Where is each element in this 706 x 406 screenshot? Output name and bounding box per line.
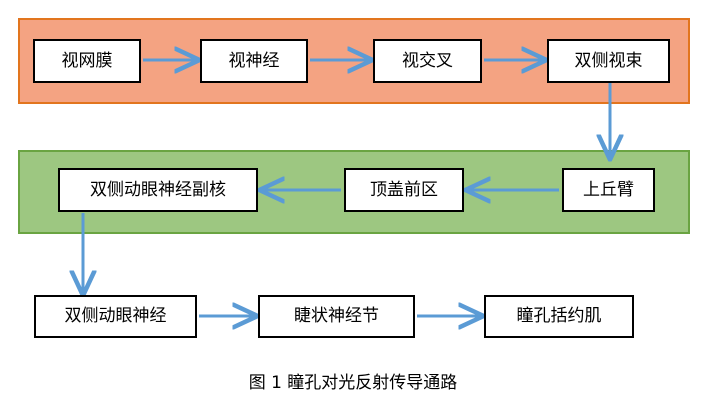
node-optic-chiasm: 视交叉 (373, 39, 482, 83)
node-retina: 视网膜 (33, 39, 141, 83)
node-optic-nerve: 视神经 (200, 39, 308, 83)
node-pupillary-sphincter: 瞳孔括约肌 (484, 295, 634, 338)
node-pretectal-area: 顶盖前区 (344, 168, 464, 212)
node-bilateral-edinger-westphal-nucleus: 双侧动眼神经副核 (58, 168, 258, 212)
node-superior-colliculus-brachium: 上丘臂 (562, 168, 655, 212)
node-bilateral-oculomotor-nerve: 双侧动眼神经 (34, 295, 197, 338)
figure-caption: 图 1 瞳孔对光反射传导通路 (248, 373, 458, 393)
node-bilateral-optic-tract: 双侧视束 (547, 39, 670, 83)
node-ciliary-ganglion: 睫状神经节 (258, 295, 415, 338)
